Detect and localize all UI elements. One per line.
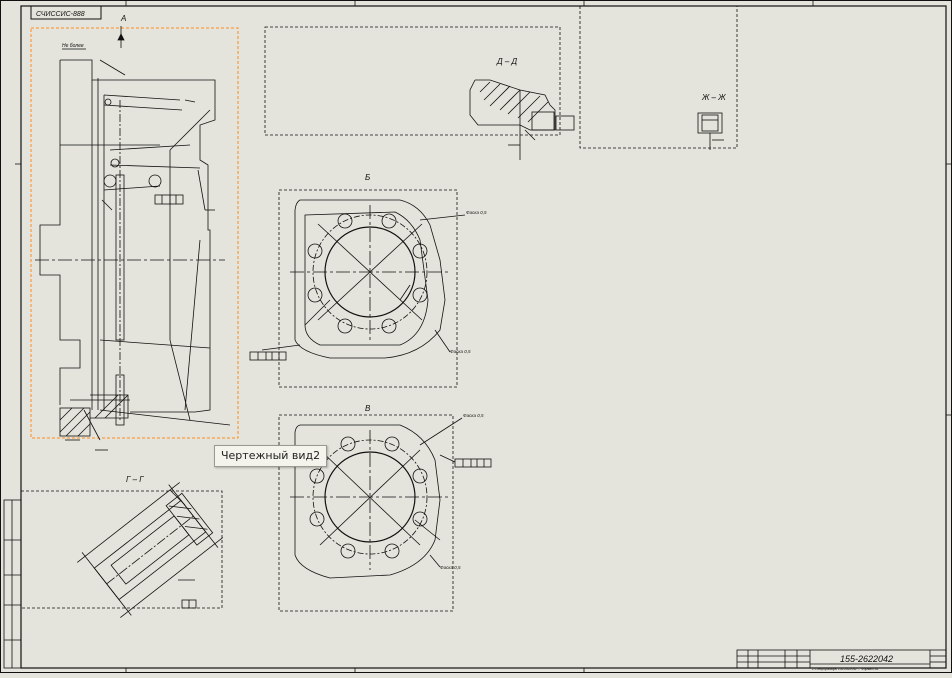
view-gg-frame [21, 491, 222, 608]
view-v-label: В [365, 404, 371, 413]
view-dd[interactable]: Д – Д [265, 27, 574, 160]
view-dd-label: Д – Д [496, 57, 518, 66]
top-left-stamp: СЧИССИС-888 [31, 6, 101, 19]
view-b-frame [279, 190, 457, 387]
view-gg-label: Г – Г [126, 475, 144, 484]
view-b-label: Б [365, 173, 370, 182]
view-b[interactable]: Б Фаска 0,5 Фаска 0,5 [250, 173, 487, 387]
view-zhzh-frame [580, 6, 737, 148]
stamp-label: СЧИССИС-888 [36, 11, 85, 18]
view-zhzh[interactable]: Ж – Ж [580, 6, 737, 150]
view-zhzh-label: Ж – Ж [701, 93, 726, 102]
view-a[interactable]: А Не более [31, 14, 238, 450]
title-block-note: 1 Спецификация 155-2622042 ... Формат А1 [812, 667, 879, 671]
view-v-callout-1: Фаска 0,5 [463, 413, 484, 418]
drawing-number: 155-2622042 [840, 654, 893, 664]
title-block: 155-2622042 1 Спецификация 155-2622042 .… [737, 650, 946, 671]
view-a-note: Не более [62, 43, 84, 49]
view-v[interactable]: В Фаска 0,5 Фаска 0,5 [279, 404, 491, 611]
view-dd-frame [265, 27, 560, 135]
view-a-selection-box [31, 28, 238, 438]
view-gg[interactable]: Г – Г [21, 475, 226, 622]
view-b-callout-2: Фаска 0,5 [450, 349, 471, 354]
left-stamp-strip [4, 500, 21, 668]
view-tooltip: Чертежный вид2 [214, 445, 327, 467]
view-v-callout-2: Фаска 0,5 [440, 565, 461, 570]
view-a-label: А [120, 14, 126, 23]
view-b-callout-1: Фаска 0,5 [466, 210, 487, 215]
